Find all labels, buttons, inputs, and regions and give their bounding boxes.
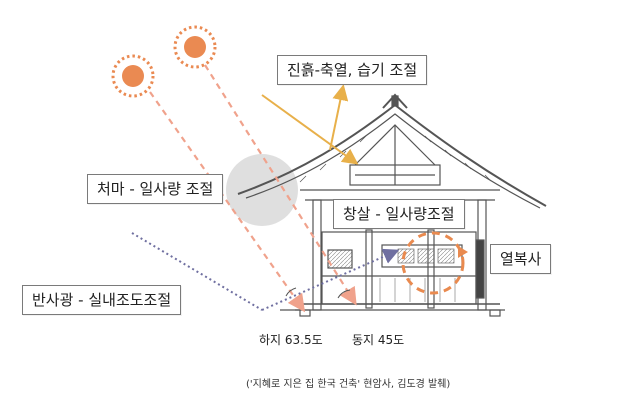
reflection-path: [131, 232, 400, 311]
label-eaves: 처마 - 일사량 조절: [87, 174, 224, 204]
hanok-house: [237, 93, 547, 317]
angle-winter: 동지 45도: [352, 333, 405, 347]
sun-rays: [149, 64, 357, 313]
sun-icon: [111, 54, 155, 98]
label-window: 창살 - 일사량조절: [333, 199, 465, 229]
label-reflection: 반사광 - 실내조도조절: [22, 285, 182, 315]
source-caption: ('지혜로 지은 집 한국 건축' 현암사, 김도경 발췌): [246, 379, 451, 390]
angle-summer: 하지 63.5도: [259, 333, 323, 347]
label-earth-roof: 진흙-축열, 습기 조절: [277, 55, 428, 85]
label-radiation: 열복사: [490, 244, 552, 274]
heat-arrows: [261, 84, 359, 165]
radiation-circle-arrow: [401, 231, 468, 295]
angle-arcs: [285, 287, 351, 299]
sun-icon: [173, 25, 217, 69]
eave-shade-circle: [226, 154, 298, 226]
